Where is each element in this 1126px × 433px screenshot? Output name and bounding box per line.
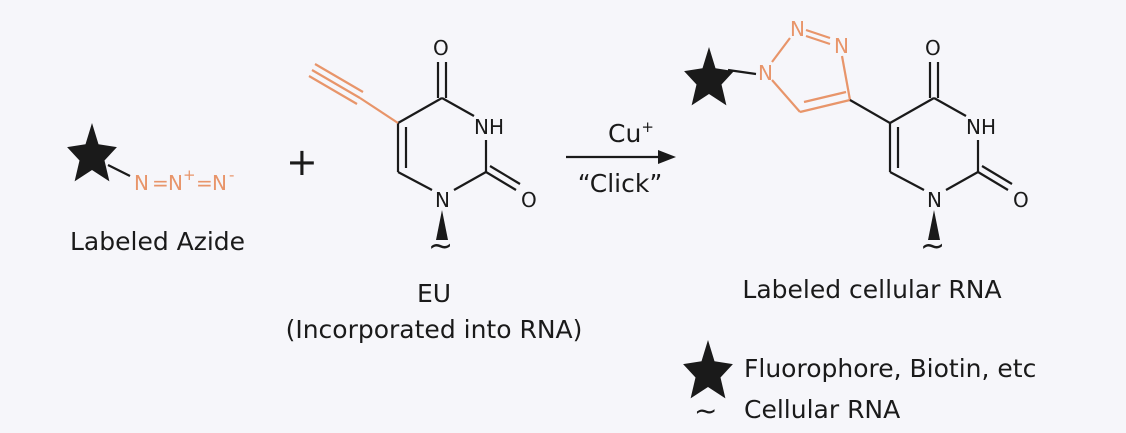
triazole-n1: N <box>758 61 773 85</box>
triazole-bond <box>805 34 831 46</box>
azide-eq2: = <box>196 171 213 195</box>
legend-item-label: Cellular RNA <box>744 395 900 424</box>
triazole-bond <box>805 28 831 40</box>
click-label: “Click” <box>578 169 663 198</box>
star-icon <box>67 123 117 182</box>
star-icon <box>684 47 734 106</box>
triazole-bond <box>799 98 851 114</box>
product-star-bond <box>727 68 757 76</box>
eu-o-right: O <box>521 188 537 212</box>
plus-sign: + <box>286 140 318 184</box>
triazole-ring: N N N <box>758 17 852 114</box>
azide-n2-charge: + <box>183 166 196 184</box>
product-bond <box>889 171 925 191</box>
azide-n3: N <box>212 171 227 195</box>
eu-molecule: O NH O N ~ <box>308 36 537 264</box>
eu-alkyne-bond <box>308 75 358 105</box>
product-wedge-bond <box>928 210 940 240</box>
eu-bond <box>485 171 517 191</box>
triazole-n3: N <box>834 34 849 58</box>
triazole-bond <box>771 37 791 63</box>
azide-group: N = N + = N - <box>134 166 234 195</box>
triazole-n2: N <box>790 17 805 41</box>
eu-tilde-icon: ~ <box>428 229 453 264</box>
eu-caption-line2: (Incorporated into RNA) <box>286 315 583 344</box>
eu-wedge-bond <box>436 210 448 240</box>
product-bond <box>977 171 1009 191</box>
eu-alkyne-bond <box>311 69 361 99</box>
azide-caption: Labeled Azide <box>70 227 245 256</box>
product-n1: N <box>927 188 942 212</box>
eu-bond <box>489 165 521 185</box>
eu-bond <box>441 97 475 117</box>
product-bond <box>849 99 891 124</box>
product-o-top: O <box>925 36 941 60</box>
product-bond <box>981 165 1013 185</box>
eu-o-top: O <box>433 36 449 60</box>
eu-alkyne-bond <box>314 63 364 93</box>
azide-n3-charge: - <box>229 166 234 184</box>
product-nh: NH <box>966 115 996 139</box>
eu-nh: NH <box>474 115 504 139</box>
product-caption: Labeled cellular RNA <box>742 275 1001 304</box>
legend-star-icon <box>683 340 733 399</box>
product-bond <box>933 97 967 117</box>
eu-bond <box>397 97 443 124</box>
triazole-bond <box>840 55 852 101</box>
azide-n1: N <box>134 171 149 195</box>
product-bond <box>889 97 935 124</box>
azide-n2: N <box>168 171 183 195</box>
triazole-bond <box>803 90 847 104</box>
eu-bond <box>453 171 487 191</box>
eu-bond <box>397 171 433 191</box>
legend: Fluorophore, Biotin, etc ~ Cellular RNA <box>683 340 1036 427</box>
triazole-bond <box>771 79 801 113</box>
product-o-right: O <box>1013 188 1029 212</box>
eu-n1: N <box>435 188 450 212</box>
azide-eq1: = <box>152 171 169 195</box>
product-bond <box>945 171 979 191</box>
eu-caption-line1: EU <box>417 279 451 308</box>
catalyst-label: Cu+ <box>608 118 654 148</box>
product-tilde-icon: ~ <box>920 229 945 264</box>
legend-item-label: Fluorophore, Biotin, etc <box>744 354 1036 383</box>
reaction-arrow-head <box>658 150 676 164</box>
legend-tilde-icon: ~ <box>694 394 717 427</box>
eu-alkyne-bond <box>359 97 399 124</box>
product-uracil: O NH O N ~ <box>849 36 1029 264</box>
azide-star-bond <box>107 164 131 177</box>
